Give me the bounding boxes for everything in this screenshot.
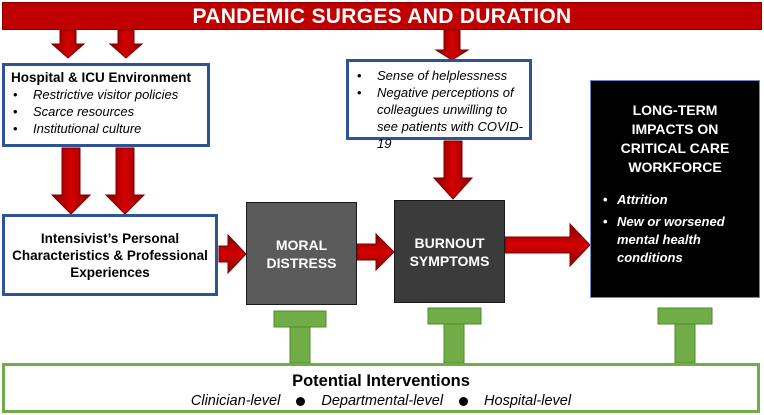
long-term-impacts-box: LONG-TERM IMPACTS ON CRITICAL CARE WORKF… — [590, 80, 760, 298]
moral-distress-box: MORAL DISTRESS — [246, 202, 357, 305]
environment-item: Scarce resources — [11, 103, 201, 120]
long-term-impacts-list: Attrition New or worsened mental health … — [601, 191, 749, 267]
personal-characteristics-box: Intensivist’s Personal Characteristics &… — [2, 214, 218, 296]
bullet-dot-icon — [459, 396, 469, 406]
interventions-box: Potential Interventions Clinician-level D… — [2, 363, 760, 413]
interventions-levels: Clinician-level Departmental-level Hospita… — [5, 392, 757, 410]
intervention-level: Hospital-level — [484, 393, 572, 409]
arrow-banner-to-helplessness — [434, 29, 470, 61]
personal-characteristics-label: Intensivist’s Personal Characteristics &… — [12, 230, 208, 280]
environment-item: Institutional culture — [11, 120, 201, 137]
inhibitor-burnout — [427, 307, 482, 364]
banner-title: PANDEMIC SURGES AND DURATION — [2, 2, 762, 30]
arrow-moral-to-burnout — [356, 232, 395, 272]
environment-title: Hospital & ICU Environment — [11, 70, 192, 85]
arrow-personal-to-moral — [218, 233, 247, 275]
long-term-impact-item: Attrition — [601, 191, 749, 209]
long-term-impacts-title: LONG-TERM IMPACTS ON CRITICAL CARE WORKF… — [620, 102, 730, 175]
arrow-banner-to-environment-1 — [50, 29, 86, 59]
burnout-symptoms-box: BURNOUT SYMPTOMS — [394, 200, 505, 303]
helplessness-box: Sense of helplessness Negative perceptio… — [346, 59, 532, 151]
long-term-impact-item: New or worsened mental health conditions — [601, 213, 749, 267]
inhibitor-long-term — [657, 307, 713, 364]
inhibitor-moral-distress — [273, 310, 327, 364]
helplessness-item: Negative perceptions of colleagues unwil… — [355, 84, 523, 152]
bullet-dot-icon — [296, 396, 306, 406]
intervention-level: Clinician-level — [190, 393, 281, 409]
moral-distress-label: MORAL DISTRESS — [266, 236, 337, 271]
environment-list: Restrictive visitor policies Scarce reso… — [11, 86, 201, 137]
interventions-title: Potential Interventions — [292, 372, 470, 390]
burnout-symptoms-label: BURNOUT SYMPTOMS — [409, 234, 490, 269]
arrow-environment-to-personal-2 — [104, 147, 146, 215]
environment-box: Hospital & ICU Environment Restrictive v… — [2, 63, 210, 147]
helplessness-item: Sense of helplessness — [355, 67, 523, 84]
arrow-environment-to-personal-1 — [50, 147, 92, 215]
environment-item: Restrictive visitor policies — [11, 86, 201, 103]
intervention-level: Departmental-level — [321, 393, 444, 409]
arrow-banner-to-environment-2 — [108, 29, 144, 59]
arrow-burnout-to-longterm — [504, 222, 591, 268]
helplessness-list: Sense of helplessness Negative perceptio… — [355, 67, 523, 152]
